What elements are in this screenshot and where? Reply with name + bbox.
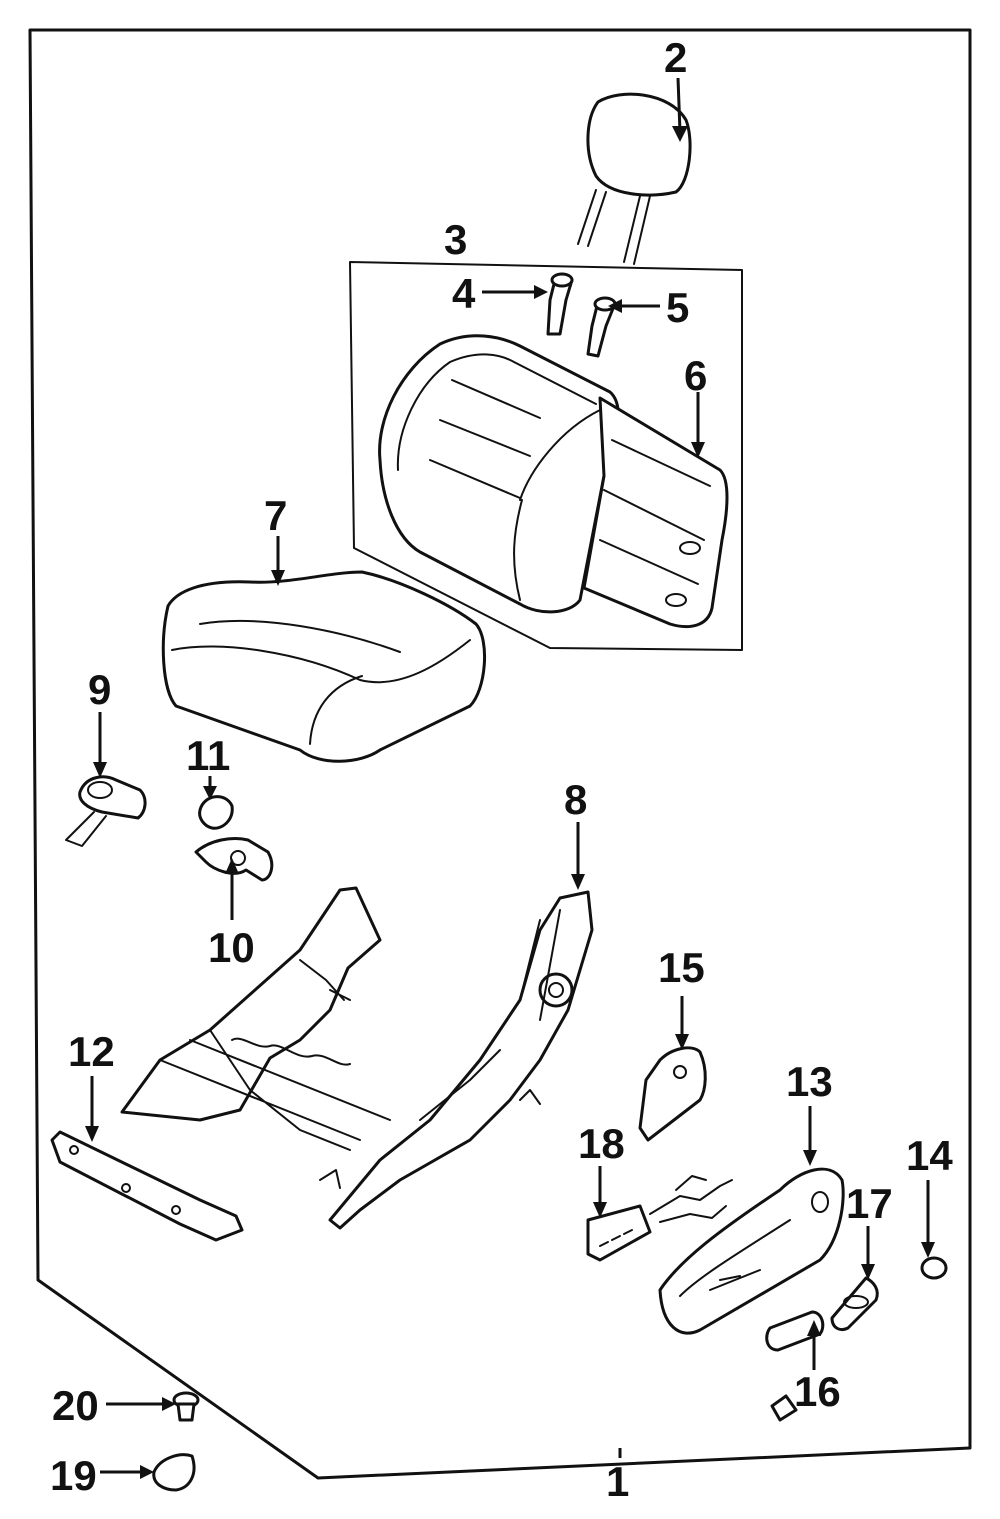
recliner-handle-part	[194, 837, 274, 882]
power-seat-switch-part	[586, 1175, 733, 1262]
callout-16: 16	[794, 1368, 841, 1415]
callout-6: 6	[684, 352, 707, 399]
headrest-part	[577, 92, 692, 265]
clip-part	[770, 1394, 798, 1422]
headrest-guide-left-part	[546, 272, 574, 336]
callout-11: 11	[186, 732, 230, 779]
callout-9: 9	[88, 666, 111, 713]
callout-15: 15	[658, 944, 705, 991]
callout-7: 7	[264, 492, 287, 539]
front-cover-part	[50, 1130, 244, 1242]
callout-18: 18	[578, 1120, 625, 1167]
bolt-cap-part	[920, 1256, 948, 1280]
callout-3: 3	[444, 216, 467, 263]
callout-5: 5	[666, 284, 689, 331]
callout-2: 2	[664, 34, 687, 81]
callout-4: 4	[452, 270, 476, 317]
callout-14: 14	[906, 1132, 953, 1179]
seatback-panel-part	[582, 396, 729, 629]
cap-part	[198, 795, 234, 830]
callout-20: 20	[52, 1382, 99, 1429]
leader-lines	[85, 77, 935, 1479]
callout-17: 17	[846, 1180, 893, 1227]
bolt-cover-part	[152, 1453, 196, 1492]
seatback-cushion-part	[378, 334, 621, 614]
callout-12: 12	[68, 1028, 115, 1075]
callout-1: 1	[606, 1458, 629, 1505]
adjuster-knob-part	[830, 1276, 879, 1332]
callout-8: 8	[564, 776, 587, 823]
assembly-outline	[28, 28, 972, 1480]
callout-10: 10	[208, 924, 255, 971]
bolt-part	[172, 1391, 200, 1422]
seat-belt-buckle-part	[65, 775, 147, 847]
seatback-group-box	[349, 261, 743, 651]
side-shield-part	[658, 1167, 845, 1335]
callout-19: 19	[50, 1452, 97, 1499]
recliner-cover-part	[638, 1046, 707, 1142]
seat-cushion-part	[161, 570, 487, 763]
seat-frame-part	[120, 886, 594, 1230]
callout-13: 13	[786, 1058, 833, 1105]
